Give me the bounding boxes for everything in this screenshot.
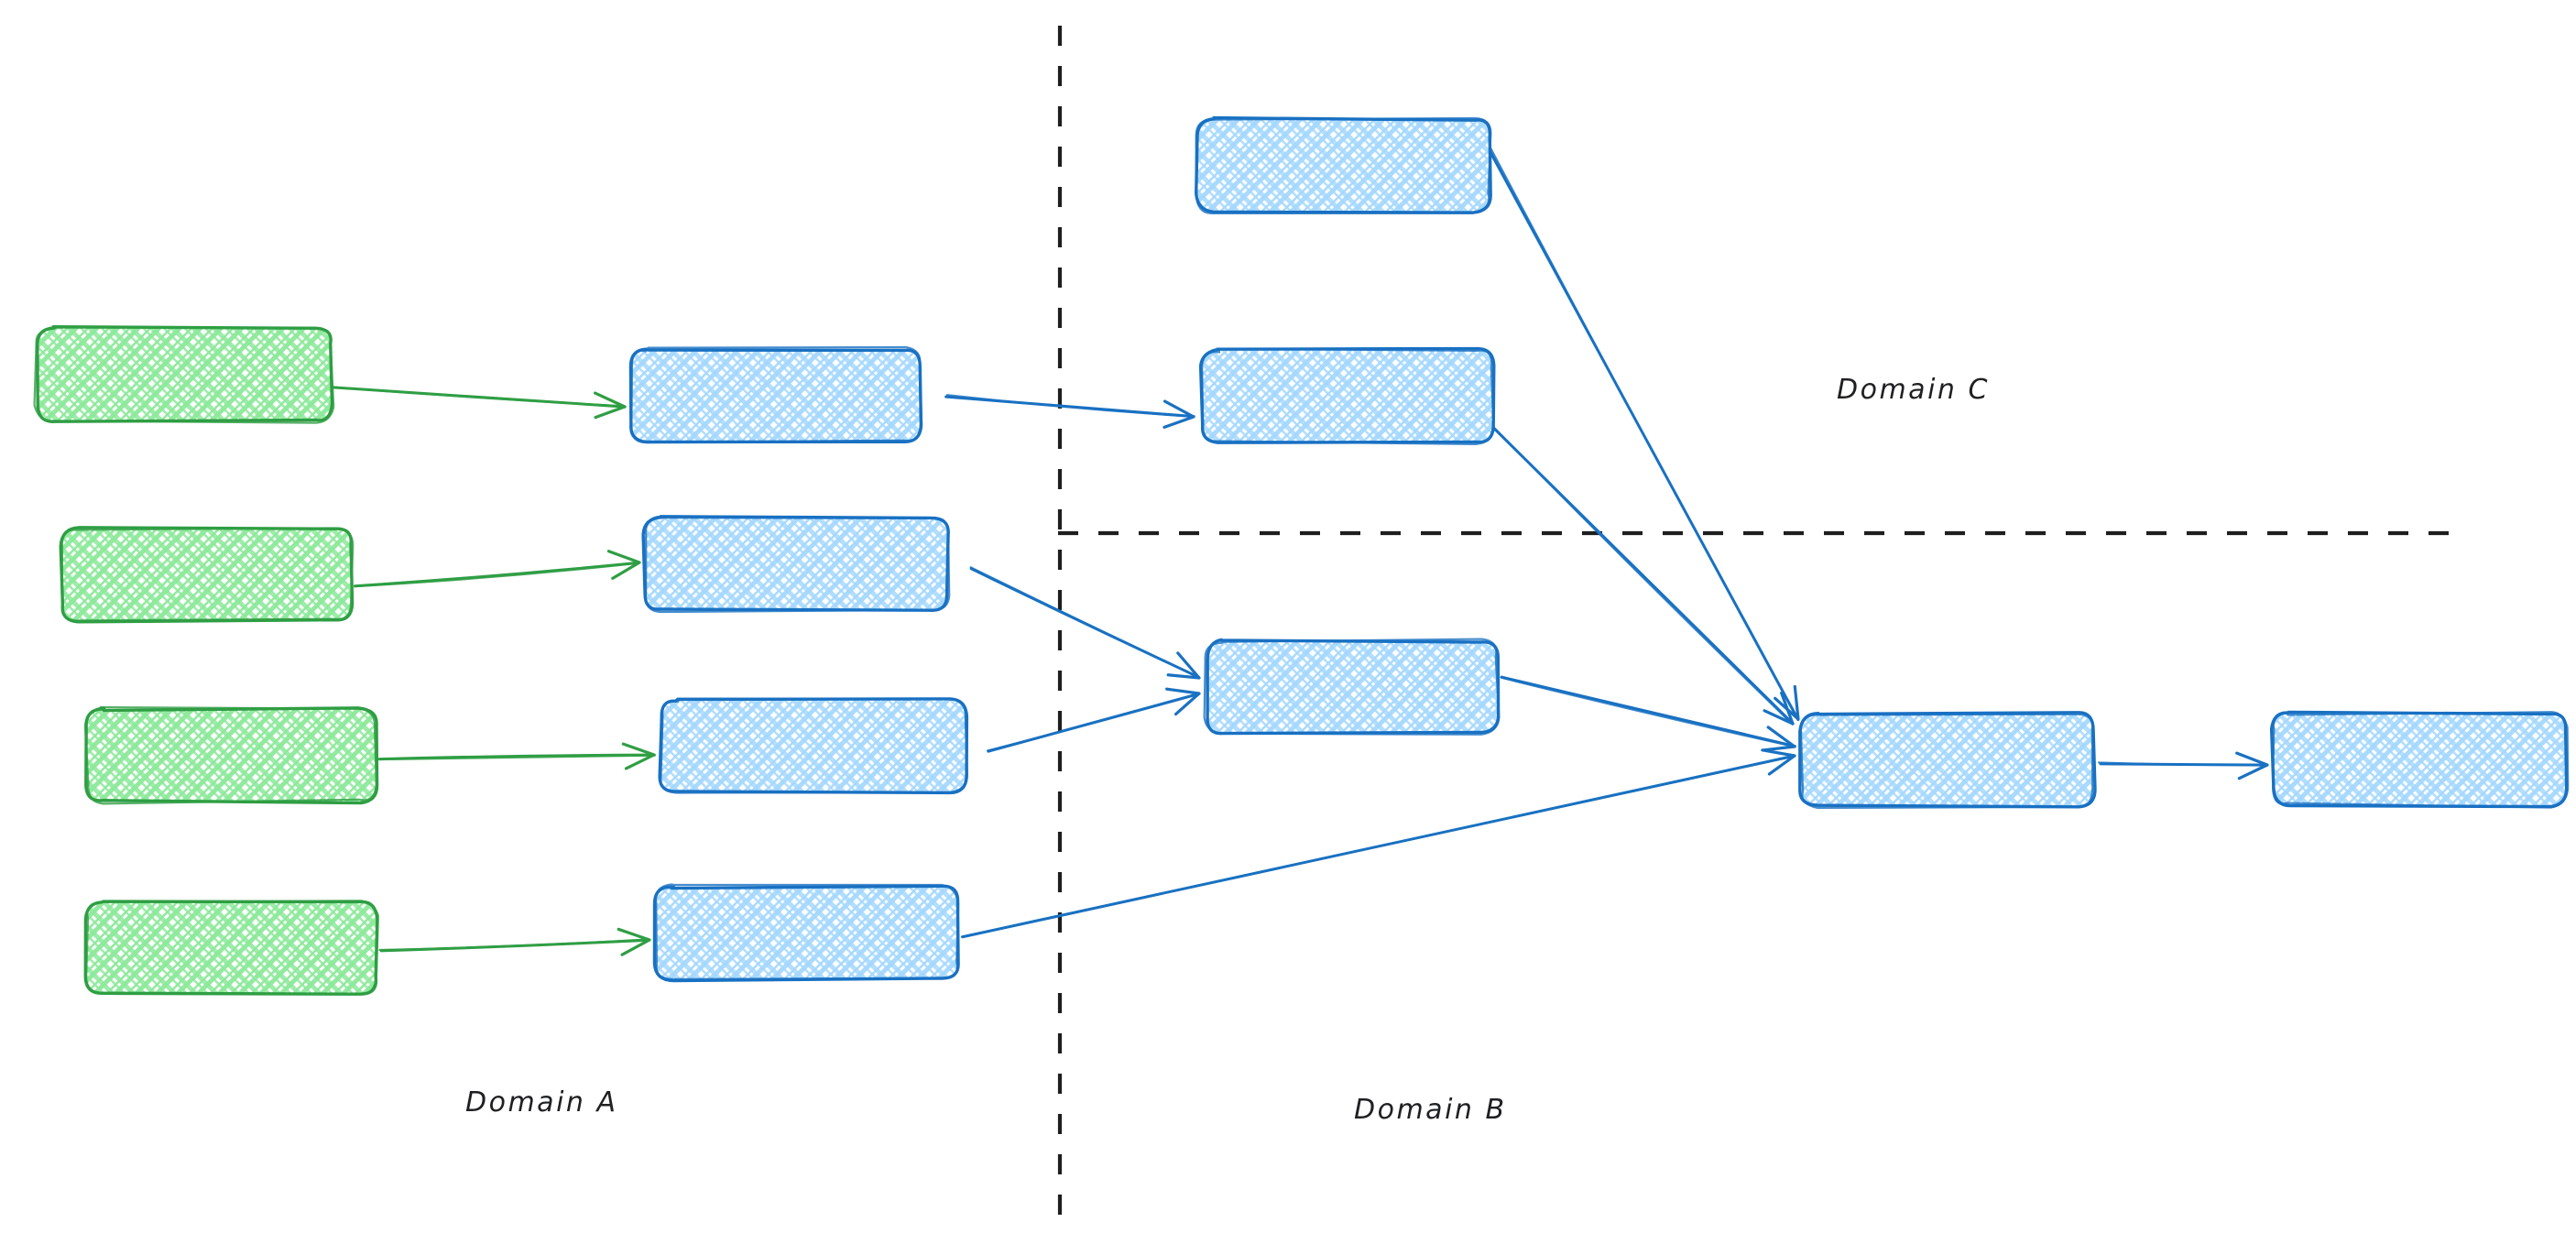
edge-e-c2-hub-arrowhead: [1763, 691, 1795, 726]
node-outline-alt-hub: [1799, 713, 2094, 810]
edge-e-b1-c2-line-alt: [945, 394, 1195, 418]
edge-e-c2-hub: [1491, 426, 1795, 726]
edge-e-a4-b4-line-alt: [378, 938, 650, 952]
node-fill-b1: [630, 349, 921, 442]
edge-e-b4-hub-line-alt: [960, 755, 1796, 938]
node-a4[interactable]: [83, 900, 379, 996]
node-fill-hub: [1801, 714, 2094, 806]
edge-e-b1-c2: [944, 394, 1195, 429]
node-fill-b2: [644, 518, 948, 610]
node-outline-alt-a3: [83, 705, 377, 805]
edge-e-b3-c3-line-alt: [986, 693, 1200, 752]
node-out[interactable]: [2269, 710, 2570, 809]
edge-e-b3-c3: [986, 687, 1201, 753]
edge-e-a1-b1-line-alt: [332, 386, 626, 408]
edge-e-c3-hub-line: [1500, 675, 1796, 748]
domain-label-domain-b: Domain B: [1354, 1094, 1507, 1126]
edge-e-c1-hub: [1488, 147, 1800, 722]
node-fill-a2: [61, 529, 352, 621]
node-fill-c3: [1206, 641, 1498, 734]
edge-e-a3-b3-line-alt: [378, 754, 656, 761]
nodes-layer: [33, 115, 2570, 996]
node-outline-alt-a2: [60, 527, 355, 622]
node-c3[interactable]: [1203, 638, 1501, 736]
node-hub[interactable]: [1798, 711, 2097, 810]
node-outline-alt-a4: [84, 900, 379, 996]
node-outline-alt-c3: [1203, 638, 1501, 736]
edge-e-b4-hub-arrowhead: [1761, 748, 1796, 776]
node-outline-alt-out: [2272, 711, 2570, 809]
edge-e-b2-c3-arrowhead: [1166, 651, 1201, 680]
edge-e-b1-c2-arrowhead: [1162, 399, 1195, 429]
node-a1[interactable]: [33, 324, 335, 424]
node-outline-alt-b3: [660, 697, 969, 794]
edge-e-hub-out: [2098, 751, 2269, 780]
node-fill-a4: [86, 901, 377, 994]
edge-e-a4-b4: [378, 927, 651, 956]
edge-e-a1-b1: [331, 386, 627, 420]
node-fill-b3: [660, 700, 966, 792]
node-fill-a1: [37, 328, 332, 421]
node-b3[interactable]: [658, 697, 969, 795]
node-fill-c1: [1197, 119, 1490, 212]
edge-e-c3-hub-line-alt: [1500, 676, 1796, 748]
node-b4[interactable]: [652, 883, 960, 983]
edge-e-c1-hub-arrowhead: [1774, 684, 1800, 721]
node-fill-b4: [656, 887, 958, 979]
edge-e-c3-hub: [1500, 675, 1796, 752]
edge-e-b4-hub: [960, 748, 1796, 939]
node-outline-c1: [1195, 115, 1492, 214]
domain-label-domain-c: Domain C: [1837, 374, 1990, 406]
edge-e-b2-c3-line-alt: [969, 566, 1201, 679]
edge-e-b3-c3-arrowhead: [1165, 687, 1201, 716]
edge-e-a2-b2-line-alt: [354, 562, 640, 588]
edge-e-a3-b3: [377, 742, 656, 770]
edge-e-hub-out-arrowhead: [2235, 751, 2269, 780]
edge-e-a3-b3-arrowhead: [621, 742, 656, 770]
edge-e-a1-b1-arrowhead: [593, 391, 627, 420]
node-b2[interactable]: [641, 515, 951, 614]
node-outline-alt-c1: [1195, 116, 1492, 215]
edge-e-c3-hub-arrowhead: [1762, 726, 1796, 752]
node-outline-alt-c2: [1201, 347, 1495, 446]
edge-e-b2-c3: [969, 566, 1201, 680]
domain-label-domain-a: Domain A: [465, 1086, 618, 1119]
node-outline-alt-b4: [654, 883, 960, 980]
edge-e-c2-hub-line-alt: [1492, 426, 1794, 726]
domain-dividers: [1057, 26, 2453, 1235]
node-outline-alt-b2: [644, 515, 951, 614]
node-fill-c2: [1202, 350, 1493, 442]
edge-e-a4-b4-arrowhead: [617, 927, 651, 956]
node-a2[interactable]: [59, 526, 355, 624]
edge-e-c1-hub-line-alt: [1490, 147, 1800, 721]
node-outline-alt-b1: [630, 345, 923, 444]
node-fill-a3: [86, 709, 377, 802]
edge-e-a2-b2-arrowhead: [606, 550, 641, 580]
node-fill-out: [2273, 713, 2566, 805]
edge-e-hub-out-line-alt: [2098, 761, 2268, 766]
node-c1[interactable]: [1195, 115, 1492, 215]
edge-e-a2-b2: [353, 550, 641, 588]
node-a3[interactable]: [83, 705, 379, 805]
node-outline-alt-a1: [33, 326, 335, 424]
edges-layer: [331, 147, 2269, 956]
edge-e-a2-b2-line: [353, 561, 641, 588]
node-c2[interactable]: [1198, 346, 1496, 446]
node-b1[interactable]: [628, 345, 923, 444]
